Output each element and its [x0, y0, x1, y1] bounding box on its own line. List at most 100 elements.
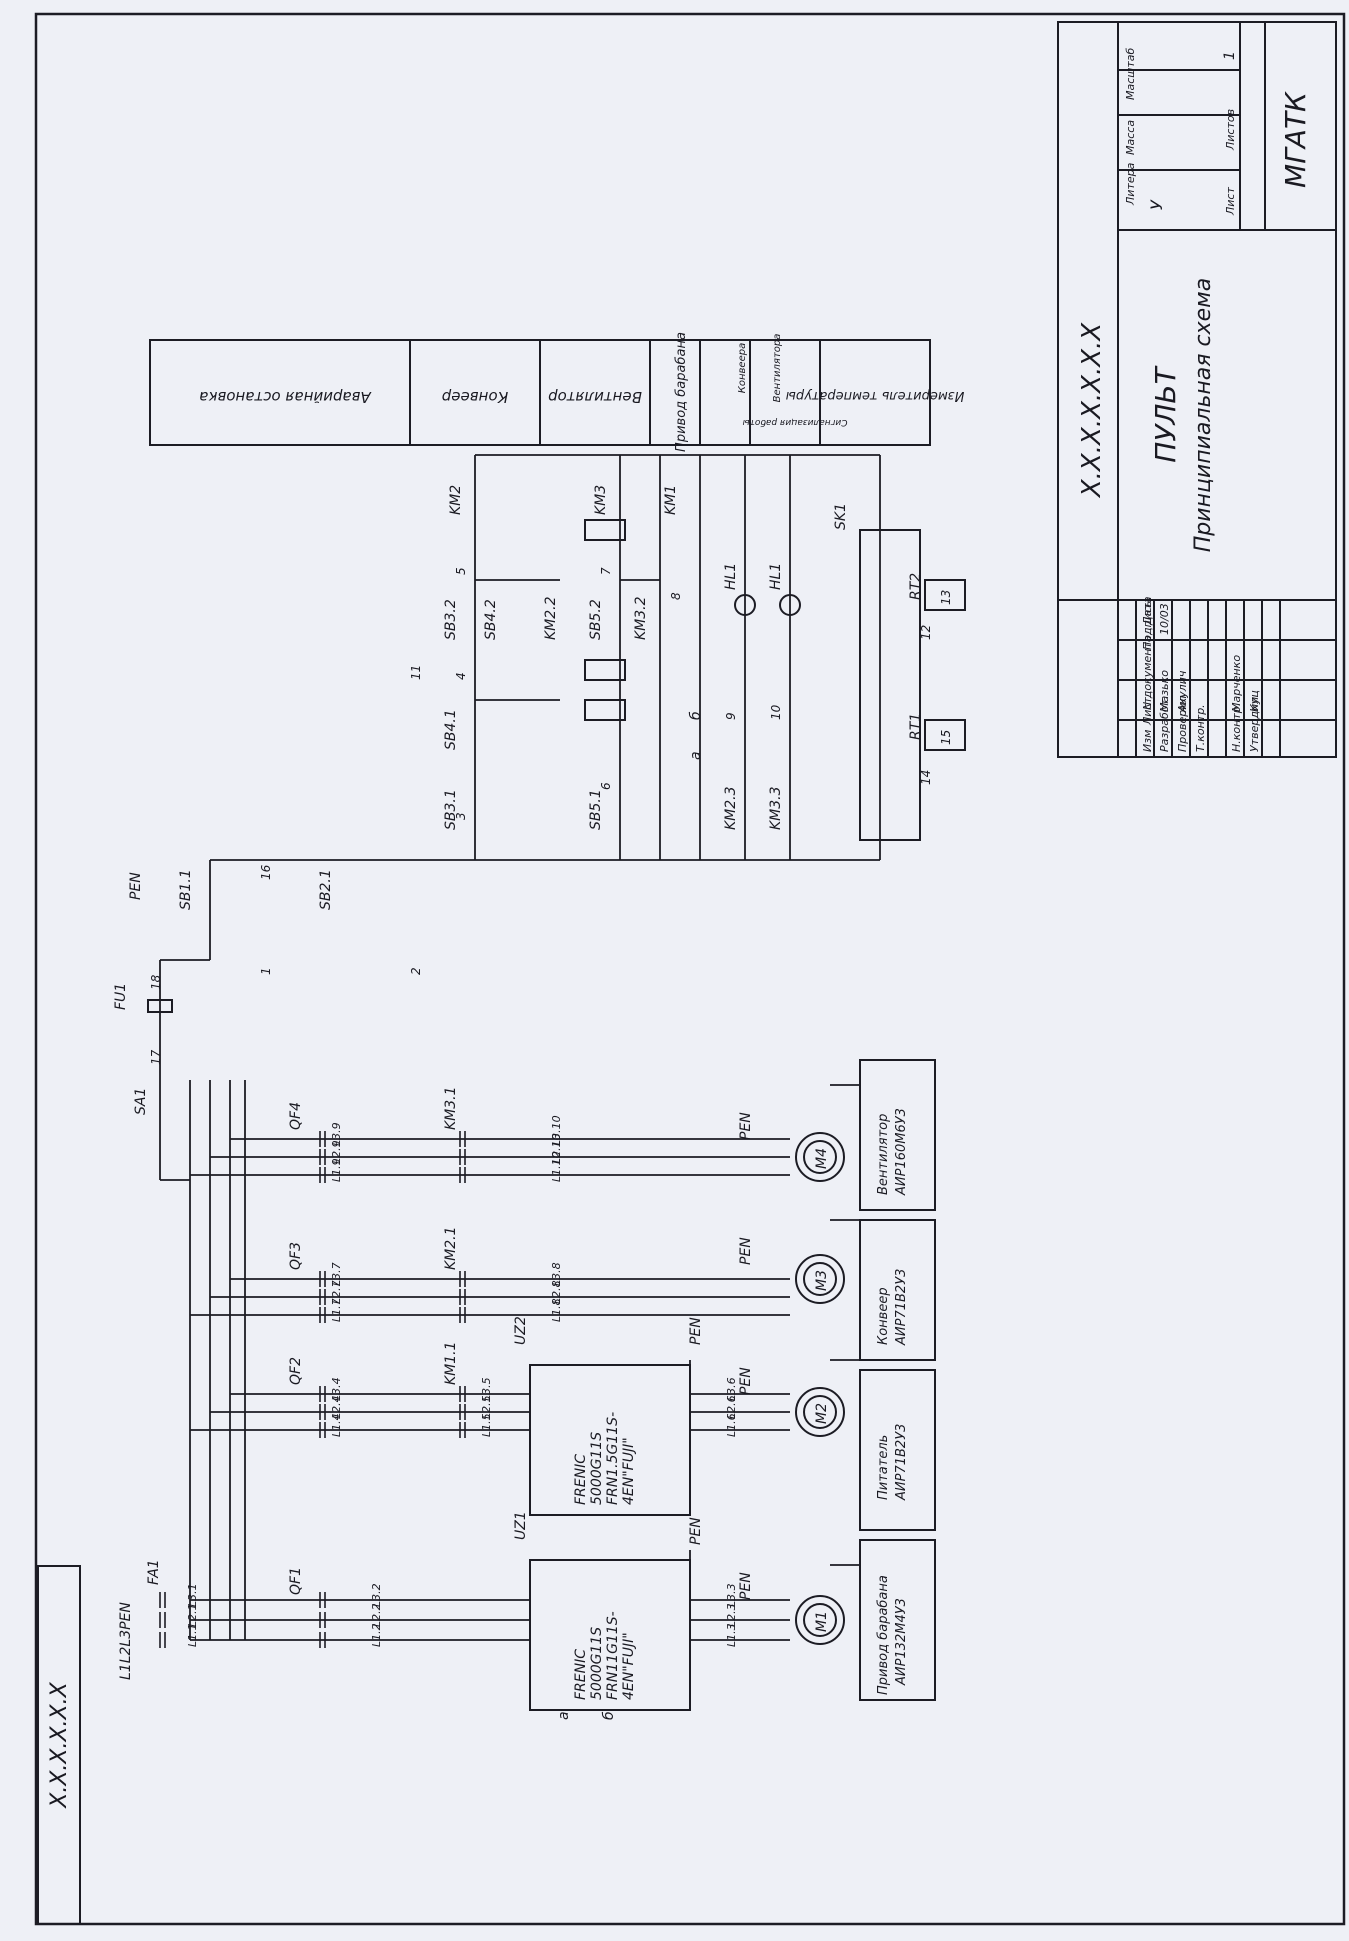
relay-km3 [584, 659, 626, 681]
svg-text:9: 9 [724, 712, 738, 720]
svg-text:АИР132М4У3: АИР132М4У3 [894, 1598, 909, 1686]
svg-text:L3.5: L3.5 [480, 1377, 493, 1401]
svg-text:PEN: PEN [738, 1112, 754, 1140]
stamp-listov: Листов [1224, 109, 1237, 151]
svg-text:SB4.1: SB4.1 [443, 709, 459, 750]
lamp-hl1a [734, 594, 756, 616]
motor-m3 [795, 1254, 845, 1304]
svg-text:QF4: QF4 [288, 1102, 304, 1130]
svg-text:L2.5: L2.5 [480, 1395, 493, 1419]
svg-text:L1.6: L1.6 [725, 1413, 738, 1437]
sheet-subtitle: Принципиальная схема [1191, 278, 1216, 552]
svg-text:QF3: QF3 [288, 1242, 304, 1270]
svg-text:Мазько: Мазько [1158, 670, 1171, 712]
svg-text:Марченко: Марченко [1230, 655, 1243, 712]
svg-text:3: 3 [454, 812, 468, 820]
svg-text:L3.6: L3.6 [725, 1377, 738, 1401]
svg-text:L1.4: L1.4 [330, 1413, 343, 1437]
wire-tags: L1.1 L2.1 L3.1 L1.2 L2.2 L3.2 L1.3 L2.3 … [186, 1115, 738, 1647]
block-signaling: Сигнализация работы [742, 417, 847, 427]
svg-text:L2.7: L2.7 [330, 1280, 343, 1304]
svg-text:4: 4 [454, 672, 468, 680]
svg-text:4EN"FUJI": 4EN"FUJI" [621, 1632, 637, 1700]
svg-text:а: а [688, 751, 704, 760]
wire-numbers: 1 2 3 4 5 6 7 8 9 10 11 12 13 14 15 16 1… [149, 567, 953, 1065]
stamp-litera-value: У [1147, 199, 1166, 210]
motor-m1 [795, 1595, 845, 1645]
stamp-list: Лист [1224, 187, 1237, 216]
svg-text:SB4.2: SB4.2 [483, 599, 499, 640]
drawing-frame [34, 12, 1346, 1926]
stamp-litera: Литера [1124, 162, 1137, 206]
component-labels: L1L2L3PEN FA1 QF1 QF2 QF3 QF4 UZ1 UZ2 KM… [113, 485, 924, 1720]
svg-text:17: 17 [149, 1049, 163, 1065]
title-block [1057, 21, 1337, 758]
svg-text:SB5.1: SB5.1 [588, 789, 604, 830]
svg-text:15: 15 [939, 730, 953, 745]
svg-text:Куц: Куц [1248, 690, 1261, 712]
svg-text:SK1: SK1 [833, 503, 849, 530]
svg-text:KM2.2: KM2.2 [543, 596, 559, 640]
svg-text:L2.10: L2.10 [550, 1133, 563, 1164]
svg-text:L2.8: L2.8 [550, 1280, 563, 1304]
svg-text:Разработ.: Разработ. [1158, 696, 1171, 752]
svg-text:1: 1 [259, 967, 273, 975]
svg-text:L1.1: L1.1 [186, 1623, 199, 1647]
svg-text:Питатель: Питатель [876, 1435, 891, 1500]
svg-text:L1.2: L1.2 [370, 1623, 383, 1647]
svg-text:FRENIC: FRENIC [573, 1454, 589, 1505]
svg-text:UZ1: UZ1 [513, 1511, 529, 1540]
inverter-uz1-text: FRENIC 5000G11S FRN11G11S- 4EN"FUJI" [573, 1611, 637, 1700]
svg-text:KM3.1: KM3.1 [443, 1086, 459, 1130]
block-emergency-stop: Аварийная остановка [199, 388, 372, 406]
temp-meter-sk1 [859, 529, 921, 841]
svg-text:5: 5 [454, 567, 468, 575]
block-temperature: Измеритель температуры [786, 388, 965, 403]
inverter-uz1 [529, 1559, 691, 1711]
side-code-box: X.X.X.X.X.X [37, 1565, 81, 1925]
svg-text:Проверил: Проверил [1176, 696, 1189, 752]
svg-text:PEN: PEN [738, 1237, 754, 1265]
svg-text:L2.6: L2.6 [725, 1395, 738, 1419]
svg-text:L2.2: L2.2 [370, 1603, 383, 1627]
svg-text:SA1: SA1 [133, 1088, 149, 1115]
relay-km2 [584, 519, 626, 541]
organization: МГАТК [1279, 91, 1312, 188]
svg-text:8: 8 [669, 592, 683, 600]
svg-text:M3: M3 [814, 1270, 830, 1291]
svg-text:L2.4: L2.4 [330, 1395, 343, 1419]
svg-text:PEN: PEN [738, 1367, 754, 1395]
block-conveyor-2: Конвеера [737, 343, 748, 393]
block-conveyor: Конвеер [442, 388, 508, 406]
svg-text:SB2.1: SB2.1 [318, 869, 334, 910]
stamp-massa: Масса [1124, 120, 1137, 155]
svg-text:2: 2 [409, 967, 423, 975]
svg-text:L3.9: L3.9 [330, 1122, 343, 1146]
svg-text:SB3.1: SB3.1 [443, 789, 459, 830]
svg-text:10: 10 [769, 704, 783, 720]
svg-text:L3.10: L3.10 [550, 1115, 563, 1146]
svg-text:АИР71В2У3: АИР71В2У3 [894, 1269, 909, 1346]
svg-text:Конвеер: Конвеер [876, 1287, 891, 1345]
svg-text:SB3.2: SB3.2 [443, 599, 459, 640]
svg-text:11: 11 [409, 665, 423, 680]
svg-text:L3.2: L3.2 [370, 1583, 383, 1607]
svg-text:13: 13 [939, 590, 953, 605]
svg-text:4EN"FUJI": 4EN"FUJI" [621, 1437, 637, 1505]
svg-text:FRN1.5G11S-: FRN1.5G11S- [605, 1412, 621, 1505]
svg-text:KM3: KM3 [593, 485, 609, 515]
svg-text:Привод барабана: Привод барабана [876, 1575, 891, 1695]
svg-text:SB5.2: SB5.2 [588, 599, 604, 640]
svg-text:HL1: HL1 [768, 563, 784, 590]
svg-text:L3.3: L3.3 [725, 1583, 738, 1607]
svg-text:L1.9: L1.9 [330, 1158, 343, 1182]
svg-text:Подпись: Подпись [1141, 601, 1154, 650]
doc-code: X.X.X.X.X.X.X [1077, 322, 1107, 499]
svg-text:M1: M1 [814, 1611, 830, 1632]
svg-text:L1.8: L1.8 [550, 1298, 563, 1322]
block-fan: Вентилятор [548, 388, 642, 406]
components [147, 519, 966, 1711]
side-code: X.X.X.X.X.X [47, 1681, 72, 1808]
motor-m2 [795, 1387, 845, 1437]
svg-text:FRENIC: FRENIC [573, 1649, 589, 1700]
